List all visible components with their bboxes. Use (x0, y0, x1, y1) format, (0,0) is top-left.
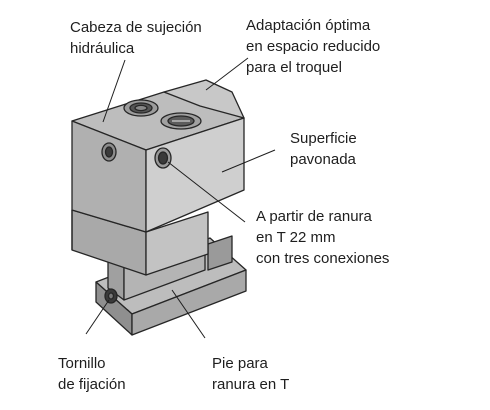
leader-clamp-head (102, 59, 126, 123)
label-blued-surface: Superficie pavonada (290, 130, 357, 168)
leader-blued-surface (221, 149, 276, 173)
head-right-face (145, 117, 245, 233)
leader-optimal-fit (205, 57, 249, 91)
label-t-slot-foot: Pie para ranura en T (212, 355, 290, 393)
label-t-slot: A partir de ranura en T 22 mm con tres c… (256, 208, 390, 267)
label-clamp-head: Cabeza de sujeción hidráulica (70, 19, 202, 57)
clamp-head (71, 79, 245, 233)
foot-side-face (131, 269, 247, 336)
label-optimal-fit: Adaptación óptima en espacio reducido pa… (246, 17, 381, 76)
leader-lines (85, 57, 276, 339)
foot-inner-block (207, 235, 233, 271)
lower-right-face (145, 211, 209, 276)
leader-foot (171, 289, 206, 339)
lower-body (71, 209, 209, 276)
leader-t-slot (167, 161, 246, 223)
label-fixing-screw: Tornillo de fijación (58, 355, 126, 393)
leader-fixing-screw (85, 299, 110, 335)
head-raised-lip (163, 79, 245, 119)
